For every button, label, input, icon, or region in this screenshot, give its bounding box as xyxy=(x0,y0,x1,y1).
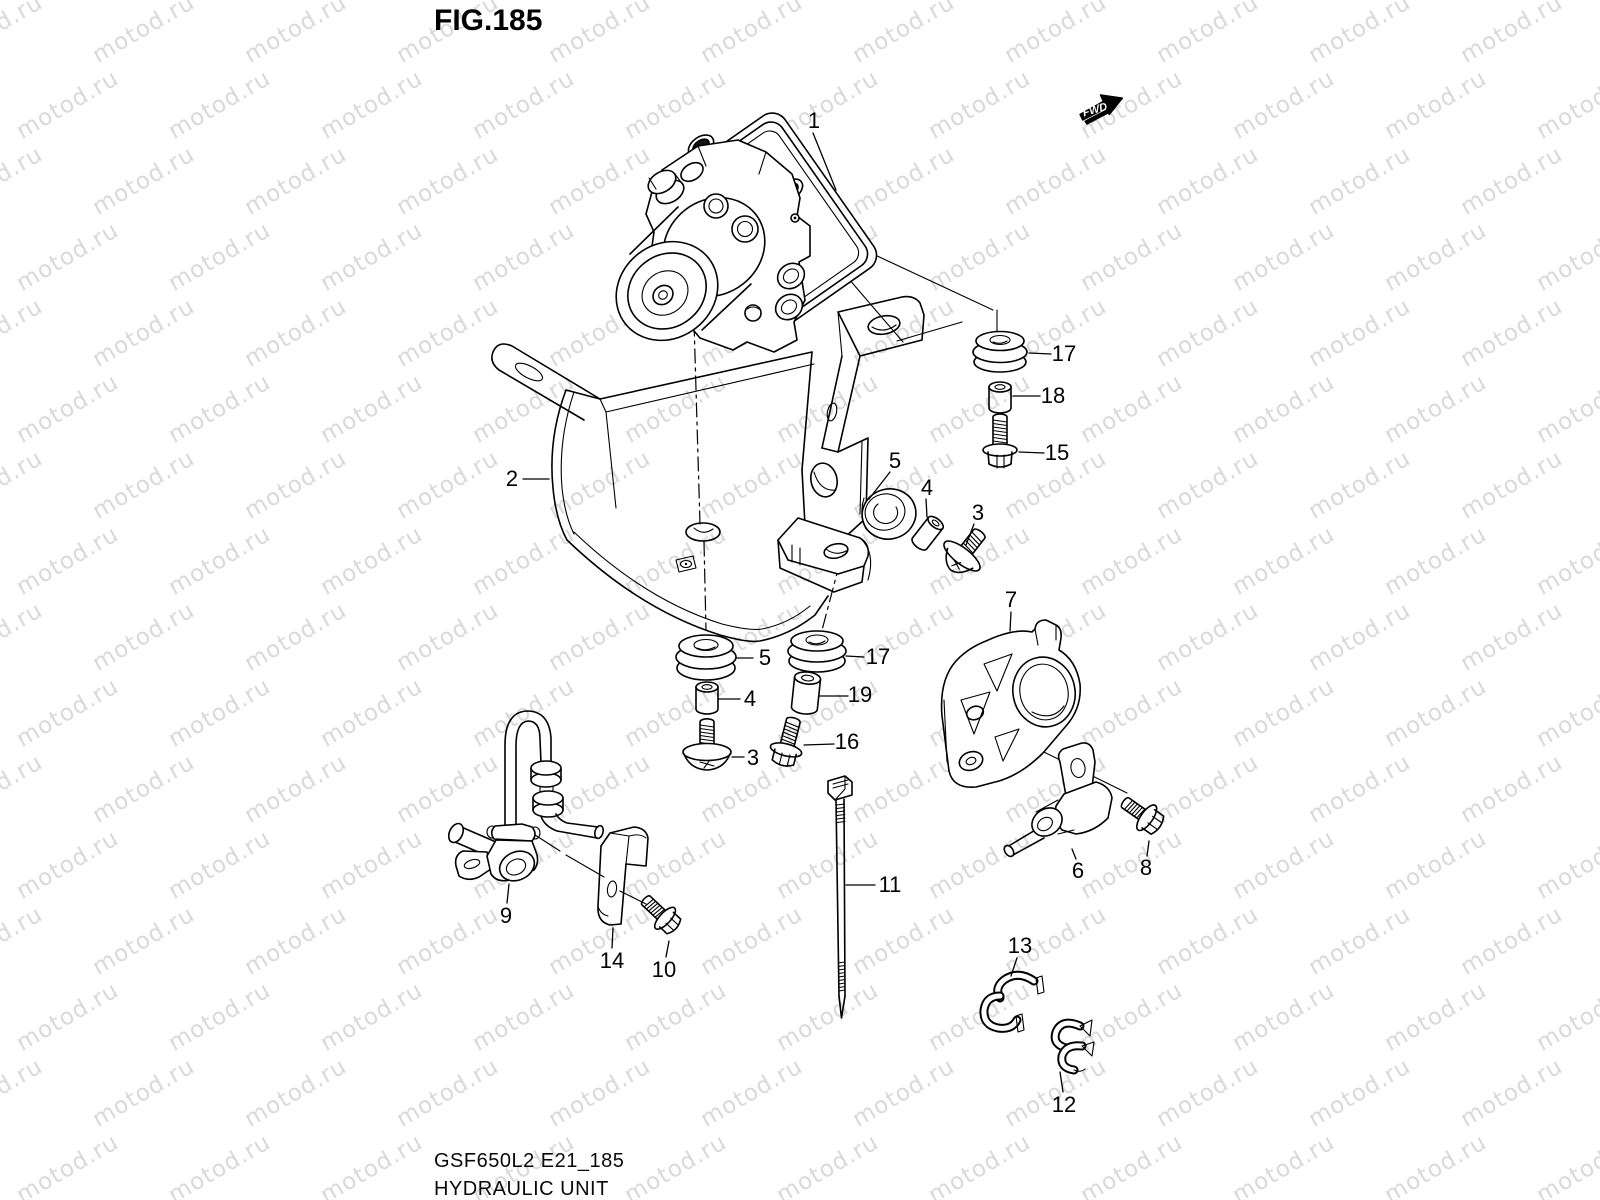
screw-3-lower xyxy=(682,718,732,771)
cable-tie-drawing xyxy=(827,775,853,1019)
fwd-arrow: FWD xyxy=(1079,94,1124,125)
bolt-15 xyxy=(982,413,1018,469)
spacer-18 xyxy=(988,381,1012,414)
sensor-6-drawing xyxy=(1003,742,1113,858)
grommet-17-lower xyxy=(787,630,847,673)
sensor-9-drawing xyxy=(447,710,605,882)
spacer-4-lower xyxy=(695,681,719,715)
bolt-16 xyxy=(769,716,803,768)
bolt-10 xyxy=(640,895,682,935)
spacer-19 xyxy=(790,671,822,715)
clamp-14-drawing xyxy=(597,826,649,926)
grommet-5-mid xyxy=(861,488,917,540)
figure-footer: GSF650L2 E21_185 HYDRAULIC UNIT xyxy=(434,1147,624,1200)
bracket-drawing xyxy=(491,295,925,643)
grommet-5-lower xyxy=(675,634,737,681)
figure-title: FIG.185 xyxy=(434,4,543,37)
hydraulic-unit-drawing xyxy=(615,112,878,353)
part-7-drawing xyxy=(940,619,1082,788)
grommet-17-top xyxy=(972,330,1028,373)
bolt-8 xyxy=(1120,796,1165,835)
clip-13-drawing xyxy=(979,970,1045,1033)
leader-lines xyxy=(506,132,1150,1093)
footer-model-code: GSF650L2 E21_185 xyxy=(434,1150,625,1172)
spacer-4-mid xyxy=(911,515,945,551)
footer-figure-name: HYDRAULIC UNIT xyxy=(434,1178,609,1200)
clip-12-drawing xyxy=(1050,1018,1095,1075)
